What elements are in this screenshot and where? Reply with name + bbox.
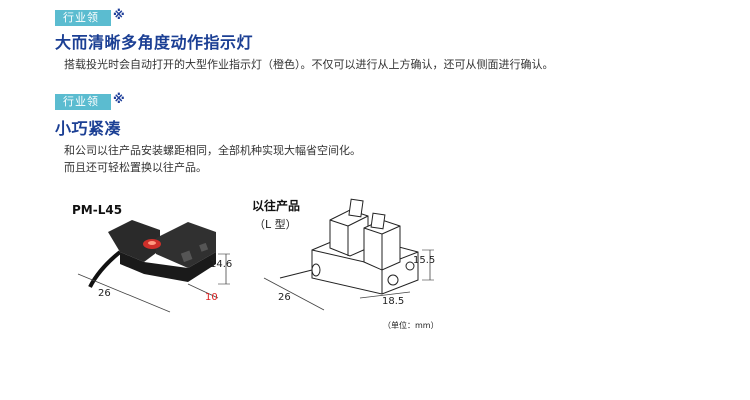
depth-dimension-line: [187, 283, 219, 299]
pm-l45-sensor-figure: PM-L45 14.6 26 10: [72, 203, 232, 313]
width-dimension-line: [77, 273, 171, 313]
previous-width-value: 26: [278, 292, 291, 303]
mounting-hole: [405, 261, 415, 271]
mounting-hole: [387, 274, 399, 286]
mounting-hole: [199, 242, 209, 252]
left-upright-outline: [329, 209, 369, 257]
cable-line: [279, 269, 313, 279]
pm-l45-depth-value: 10: [205, 292, 218, 303]
section1-description: 搭载投光时会自动打开的大型作业指示灯（橙色）。不仅可以进行从上方确认，还可从侧面…: [64, 58, 554, 71]
industry-leading-badge: 行业领先: [55, 10, 111, 40]
pm-l45-model-label: PM-L45: [72, 203, 122, 217]
depth-dimension-line: [359, 291, 411, 299]
industry-leading-badge: 行业领先: [55, 94, 111, 124]
reference-mark: ※: [113, 8, 125, 22]
mounting-hole: [180, 250, 193, 263]
cable-stub: [311, 263, 321, 277]
sensor-body-left-arm: [108, 220, 160, 262]
previous-depth-value: 18.5: [382, 296, 404, 307]
pm-l45-height-value: 14.6: [210, 259, 232, 270]
unit-note: （单位：mm）: [383, 321, 439, 330]
section1-title: 大而清晰多角度动作指示灯: [55, 33, 254, 52]
section1-badge-row: 行业领先 ※: [55, 8, 125, 40]
section2-description-line1: 和公司以往产品安装螺距相同，全部机种实现大幅省空间化。: [64, 144, 361, 157]
previous-product-label: 以往产品: [252, 198, 300, 213]
sensor-cable: [88, 250, 122, 288]
previous-product-type-label: （L 型）: [254, 217, 297, 231]
previous-height-value: 15.5: [413, 255, 435, 266]
left-lens-block: [348, 198, 364, 218]
sensor-base: [120, 252, 216, 282]
reference-mark: ※: [113, 92, 125, 106]
section2-title: 小巧紧凑: [55, 119, 122, 138]
previous-l-type-sensor-figure: 以往产品 （L 型） 15.5 26 18.5: [252, 198, 435, 311]
section2-badge-row: 行业领先 ※: [55, 92, 125, 124]
pm-l45-width-value: 26: [98, 288, 111, 299]
right-lens-block: [370, 212, 386, 230]
width-dimension-line: [263, 277, 325, 311]
sensor-body-right-arm: [156, 222, 216, 268]
led-highlight: [148, 241, 156, 245]
section2-description-line2: 而且还可轻松置换以往产品。: [64, 161, 207, 174]
